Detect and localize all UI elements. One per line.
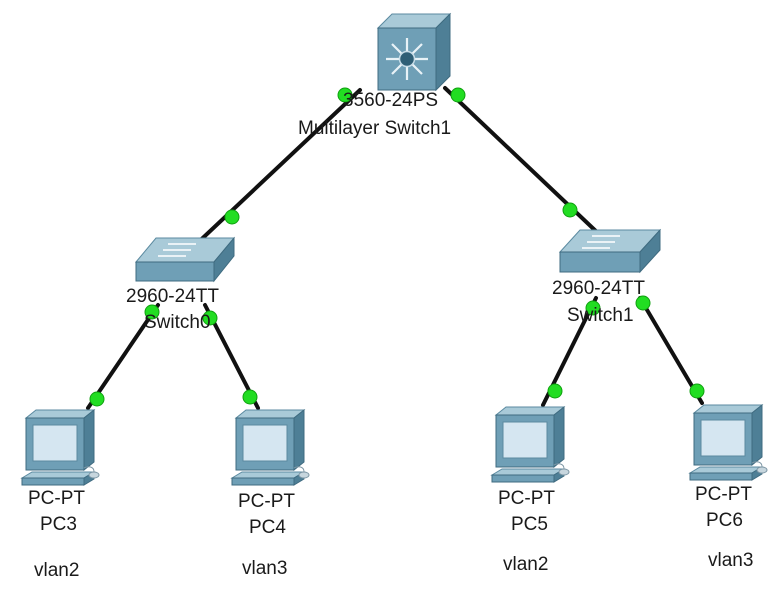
link-light-sw1-pc5-down <box>547 383 563 399</box>
link-light-sw1-pc6-up <box>635 295 651 311</box>
pc6-icon[interactable] <box>689 404 768 481</box>
switch1-icon[interactable] <box>558 228 662 274</box>
link-light-sw1-pc6-down <box>689 383 705 399</box>
switch0-model-label: 2960-24TT <box>126 286 219 307</box>
link-light-sw0-pc3-down <box>89 391 105 407</box>
link-light-sw0-pc4-up <box>202 310 218 326</box>
pc3-icon[interactable] <box>21 409 100 486</box>
pc6-name-label: PC6 <box>706 510 743 531</box>
pc3-name-label: PC3 <box>40 514 77 535</box>
pc3-model-label: PC-PT <box>28 488 85 509</box>
mls-name-label: Multilayer Switch1 <box>298 118 452 139</box>
pc4-vlan-label: vlan3 <box>242 558 288 579</box>
pc6-vlan-label: vlan3 <box>708 550 754 571</box>
pc5-vlan-label: vlan2 <box>503 554 549 575</box>
switch1-name-label: Switch1 <box>567 305 634 326</box>
pc4-model-label: PC-PT <box>238 491 295 512</box>
mls-model-label: 3560-24PS <box>343 90 439 111</box>
pc4-name-label: PC4 <box>249 517 286 538</box>
link-status-lights <box>89 87 705 407</box>
pc5-name-label: PC5 <box>511 514 548 535</box>
link-light-sw0-pc3-up <box>144 304 160 320</box>
switch0-name-label: Switch0 <box>144 312 211 333</box>
pc3-vlan-label: vlan2 <box>34 560 80 581</box>
link-light-sw0-pc4-down <box>242 389 258 405</box>
switch0-icon[interactable] <box>134 236 236 283</box>
multilayer-switch-icon[interactable] <box>376 12 452 92</box>
link-light-sw1-pc5-up <box>585 300 601 316</box>
link-mls-sw0[interactable] <box>188 88 362 252</box>
link-light-mls-sw0-up <box>337 87 353 103</box>
link-sw0-pc3[interactable] <box>86 303 160 410</box>
link-light-mls-sw1-up <box>450 87 466 103</box>
pc4-icon[interactable] <box>231 409 310 486</box>
link-sw1-pc6[interactable] <box>638 296 704 405</box>
pc5-model-label: PC-PT <box>498 488 555 509</box>
pc5-icon[interactable] <box>491 406 570 483</box>
pc6-model-label: PC-PT <box>695 484 752 505</box>
switch1-model-label: 2960-24TT <box>552 278 645 299</box>
link-light-mls-sw1-down <box>562 202 578 218</box>
link-light-mls-sw0-down <box>224 209 240 225</box>
